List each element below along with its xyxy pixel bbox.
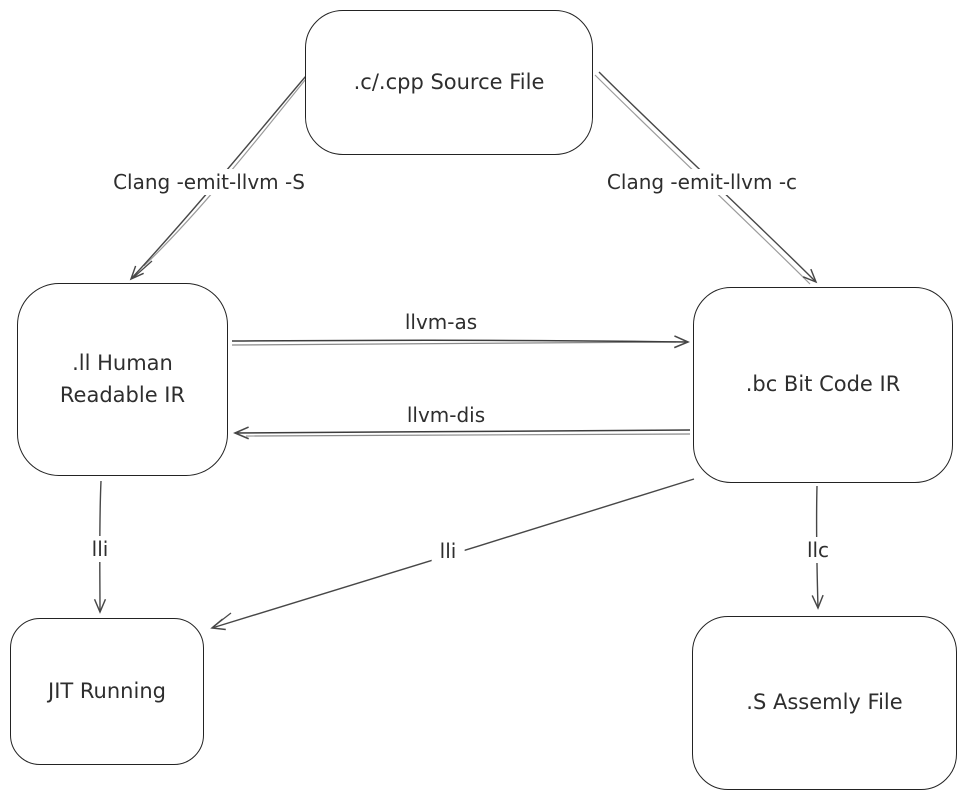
- arrow-stroke: [231, 335, 690, 349]
- node-asm-label: .S Assemly File: [746, 690, 903, 715]
- edge-label-clang-emit-llvm-s[interactable]: Clang -emit-llvm -S: [105, 169, 313, 195]
- edge-label-llvm-dis[interactable]: llvm-dis: [398, 402, 494, 428]
- node-source-file[interactable]: .c/.cpp Source File: [305, 10, 593, 155]
- node-source-file-label: .c/.cpp Source File: [353, 69, 545, 94]
- node-jit-running[interactable]: JIT Running: [10, 618, 204, 765]
- arrow-extra-head-stroke: [133, 260, 153, 278]
- node-bc-bit-code-ir[interactable]: .bc Bit Code IR: [693, 287, 953, 483]
- arrow-stroke: [233, 426, 691, 440]
- edge-label-llvm-as[interactable]: llvm-as: [396, 309, 486, 335]
- node-bc-label: .bc Bit Code IR: [745, 372, 901, 397]
- arrow-ll-to-bc[interactable]: [231, 335, 690, 349]
- arrow-sketch-stroke: [245, 433, 691, 437]
- edge-label-lli-ll-to-jit[interactable]: lli: [83, 536, 117, 562]
- arrow-sketch-stroke: [231, 341, 677, 346]
- arrow-extra-head-stroke: [212, 612, 232, 628]
- arrow-stroke: [129, 75, 307, 281]
- arrow-source-to-ll[interactable]: [129, 73, 311, 281]
- arrow-sketch-stroke: [143, 73, 311, 267]
- node-s-assembly-file[interactable]: .S Assemly File: [692, 616, 957, 790]
- arrow-bc-to-ll[interactable]: [233, 426, 691, 440]
- node-ll-human-readable-ir[interactable]: .ll Human Readable IR: [17, 283, 228, 476]
- node-ll-label-line2: Readable IR: [59, 382, 186, 407]
- edge-label-clang-emit-llvm-c[interactable]: Clang -emit-llvm -c: [598, 169, 806, 195]
- node-jit-label: JIT Running: [48, 678, 166, 703]
- edge-label-llc[interactable]: llc: [798, 537, 838, 563]
- edge-label-lli-bc-to-jit[interactable]: lli: [431, 538, 465, 564]
- node-ll-label-line1: .ll Human: [72, 351, 173, 375]
